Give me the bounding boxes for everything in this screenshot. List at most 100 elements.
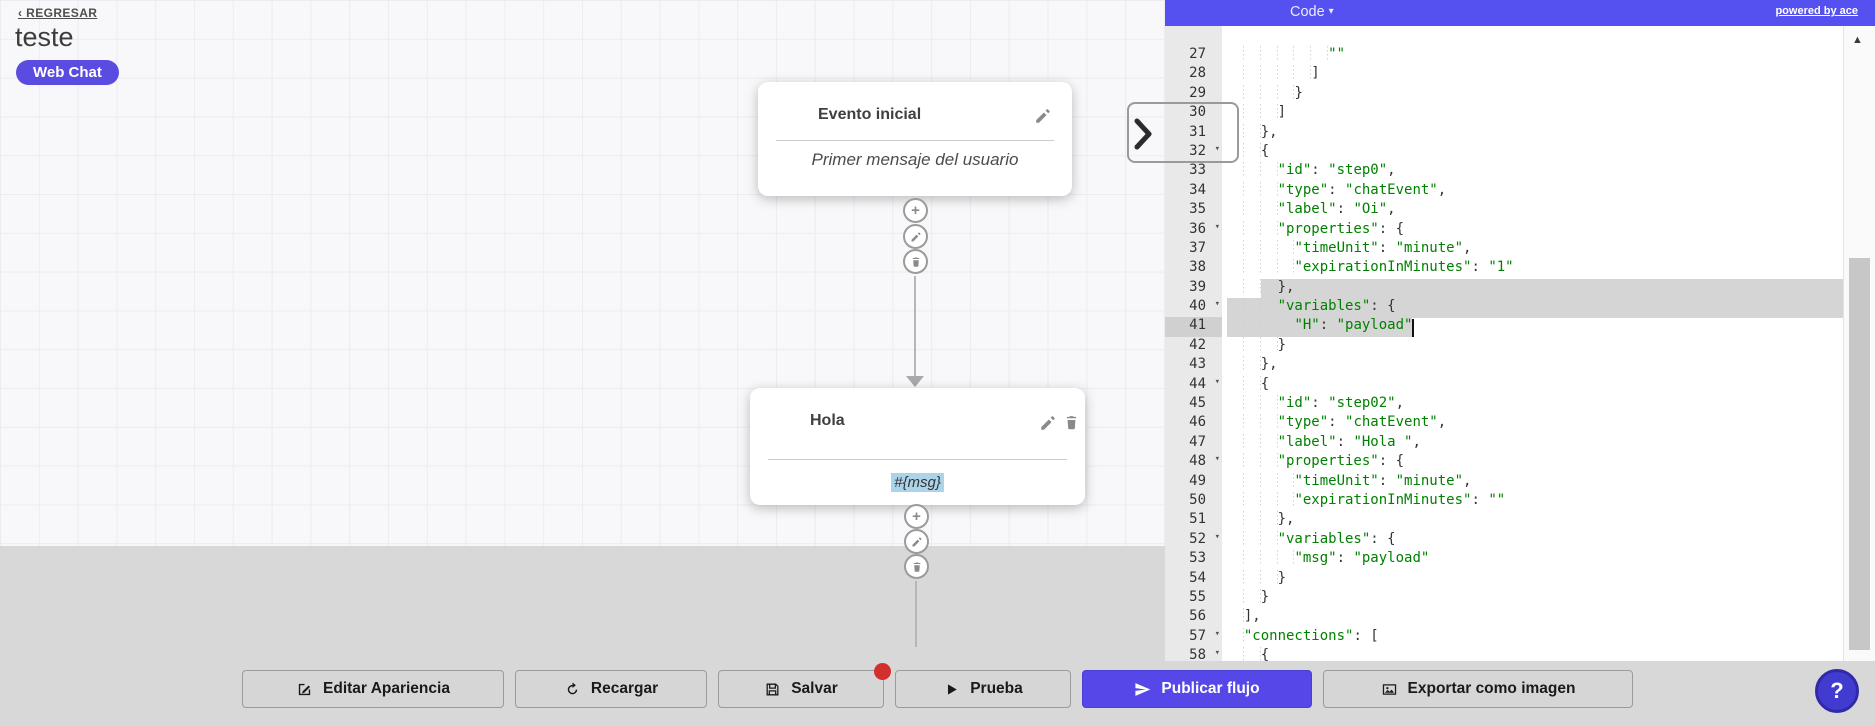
code-line[interactable]: "variables": { xyxy=(1222,530,1843,550)
gutter-line-number[interactable]: 38 xyxy=(1189,259,1206,276)
delete-connection-button[interactable] xyxy=(903,249,928,274)
code-line[interactable]: }, xyxy=(1222,123,1843,143)
fold-caret-icon[interactable]: ▾ xyxy=(1214,221,1220,232)
scrollbar-thumb[interactable] xyxy=(1849,258,1870,650)
gutter-line-number[interactable]: 39 xyxy=(1189,278,1206,295)
code-line[interactable]: { xyxy=(1222,142,1843,162)
chevron-right-icon[interactable] xyxy=(1132,116,1154,157)
reload-button[interactable]: Recargar xyxy=(515,670,707,708)
node-evento-inicial[interactable]: Evento inicial Primer mensaje del usuari… xyxy=(758,82,1072,196)
code-line[interactable]: "msg": "payload" xyxy=(1222,550,1843,569)
add-step-button[interactable]: + xyxy=(904,504,929,529)
code-line[interactable]: }, xyxy=(1222,356,1843,375)
gutter-line-number[interactable]: 49 xyxy=(1189,472,1206,489)
code-line[interactable]: "expirationInMinutes": "1" xyxy=(1222,259,1843,278)
fold-caret-icon[interactable]: ▾ xyxy=(1214,299,1220,310)
gutter-line-number[interactable]: 27 xyxy=(1189,46,1206,62)
scroll-up-icon[interactable]: ▲ xyxy=(1852,34,1863,46)
gutter-line-number[interactable]: 37 xyxy=(1189,239,1206,256)
gutter-line-number[interactable]: 54 xyxy=(1189,569,1206,586)
edit-connection-button[interactable] xyxy=(903,224,928,249)
gutter-line-number[interactable]: 46 xyxy=(1189,414,1206,431)
gutter-line-number[interactable]: 48▾ xyxy=(1189,453,1220,470)
powered-by-ace-link[interactable]: powered by ace xyxy=(1775,5,1858,17)
gutter-line-number[interactable]: 55 xyxy=(1189,588,1206,605)
code-line[interactable]: } xyxy=(1222,569,1843,589)
gutter-line-number[interactable]: 31 xyxy=(1189,123,1206,140)
gutter-line-number[interactable]: 53 xyxy=(1189,550,1206,567)
code-line[interactable]: ] xyxy=(1222,104,1843,123)
code-line[interactable]: ] xyxy=(1222,65,1843,84)
gutter-line-number[interactable]: 36▾ xyxy=(1189,220,1220,237)
code-line[interactable]: "type": "chatEvent", xyxy=(1222,414,1843,433)
gutter-line-number[interactable]: 28 xyxy=(1189,65,1206,82)
pencil-icon[interactable] xyxy=(1039,414,1057,432)
code-line[interactable]: "variables": { xyxy=(1222,298,1843,317)
code-line[interactable]: }, xyxy=(1222,511,1843,530)
gutter-line-number[interactable]: 33 xyxy=(1189,162,1206,179)
fold-caret-icon[interactable]: ▾ xyxy=(1214,143,1220,154)
gutter-line-number[interactable]: 44▾ xyxy=(1189,375,1220,392)
export-image-button[interactable]: Exportar como imagen xyxy=(1323,670,1633,708)
fold-caret-icon[interactable]: ▾ xyxy=(1214,648,1220,659)
unsaved-changes-dot xyxy=(874,663,891,680)
code-line[interactable]: "expirationInMinutes": "" xyxy=(1222,491,1843,511)
gutter-line-number[interactable]: 34 xyxy=(1189,181,1206,198)
edit-appearance-button[interactable]: Editar Apariencia xyxy=(242,670,504,708)
fold-caret-icon[interactable]: ▾ xyxy=(1214,454,1220,465)
code-line[interactable]: { xyxy=(1222,375,1843,395)
gutter-line-number[interactable]: 47 xyxy=(1189,433,1206,450)
help-button[interactable]: ? xyxy=(1815,669,1859,713)
code-line[interactable]: "label": "Oi", xyxy=(1222,201,1843,220)
code-line[interactable]: } xyxy=(1222,84,1843,104)
gutter-line-number[interactable]: 51 xyxy=(1189,511,1206,528)
gutter-line-number[interactable]: 29 xyxy=(1189,84,1206,101)
code-panel-resize-handle[interactable] xyxy=(1127,102,1239,163)
gutter-line-number[interactable]: 56 xyxy=(1189,608,1206,625)
publish-button[interactable]: Publicar flujo xyxy=(1082,670,1312,708)
gutter-line-number[interactable]: 52▾ xyxy=(1189,530,1220,547)
fold-caret-icon[interactable]: ▾ xyxy=(1214,531,1220,542)
delete-connection-button[interactable] xyxy=(904,554,929,579)
code-line[interactable]: }, xyxy=(1222,278,1843,298)
gutter-line-number[interactable]: 58▾ xyxy=(1189,647,1220,661)
gutter-line-number[interactable]: 41 xyxy=(1165,317,1222,337)
fold-caret-icon[interactable]: ▾ xyxy=(1214,628,1220,639)
node-hola[interactable]: Hola #{msg} xyxy=(750,388,1085,505)
code-line[interactable]: "properties": { xyxy=(1222,220,1843,240)
gutter-line-number[interactable]: 57▾ xyxy=(1189,627,1220,644)
code-line[interactable]: "label": "Hola ", xyxy=(1222,433,1843,453)
code-line[interactable]: "timeUnit": "minute", xyxy=(1222,239,1843,259)
code-line[interactable]: "" xyxy=(1222,46,1843,65)
code-line[interactable]: "properties": { xyxy=(1222,453,1843,472)
fold-caret-icon[interactable]: ▾ xyxy=(1214,376,1220,387)
test-button[interactable]: Prueba xyxy=(895,670,1071,708)
code-mode-dropdown[interactable]: Code▾ xyxy=(1290,4,1334,20)
trash-icon[interactable] xyxy=(1063,414,1081,432)
code-editor[interactable]: "" ] } ] }, { "id": "step0", "type": "ch… xyxy=(1222,26,1843,661)
gutter-line-number[interactable]: 40▾ xyxy=(1189,298,1220,315)
code-line[interactable]: "type": "chatEvent", xyxy=(1222,181,1843,201)
gutter-line-number[interactable]: 43 xyxy=(1189,356,1206,373)
edit-connection-button[interactable] xyxy=(904,529,929,554)
code-line[interactable]: "id": "step0", xyxy=(1222,162,1843,181)
gutter-line-number[interactable]: 32▾ xyxy=(1189,142,1220,159)
code-line[interactable]: "H": "payload" xyxy=(1222,317,1843,336)
gutter-line-number[interactable]: 42 xyxy=(1189,336,1206,353)
code-line[interactable]: ], xyxy=(1222,608,1843,627)
back-link[interactable]: ‹ REGRESAR xyxy=(18,6,98,20)
code-line[interactable]: "timeUnit": "minute", xyxy=(1222,472,1843,492)
gutter-line-number[interactable]: 35 xyxy=(1189,201,1206,218)
save-button[interactable]: Salvar xyxy=(718,663,891,708)
code-line[interactable]: } xyxy=(1222,588,1843,608)
editor-scrollbar[interactable]: ▲ xyxy=(1843,26,1875,661)
pencil-icon[interactable] xyxy=(1034,107,1052,125)
gutter-line-number[interactable]: 50 xyxy=(1189,491,1206,508)
add-step-button[interactable]: + xyxy=(903,198,928,223)
code-line[interactable]: "connections": [ xyxy=(1222,627,1843,647)
gutter-line-number[interactable]: 45 xyxy=(1189,395,1206,412)
gutter-line-number[interactable]: 30 xyxy=(1189,104,1206,121)
code-line[interactable]: "id": "step02", xyxy=(1222,395,1843,414)
code-line[interactable]: { xyxy=(1222,647,1843,661)
code-line[interactable]: } xyxy=(1222,336,1843,356)
